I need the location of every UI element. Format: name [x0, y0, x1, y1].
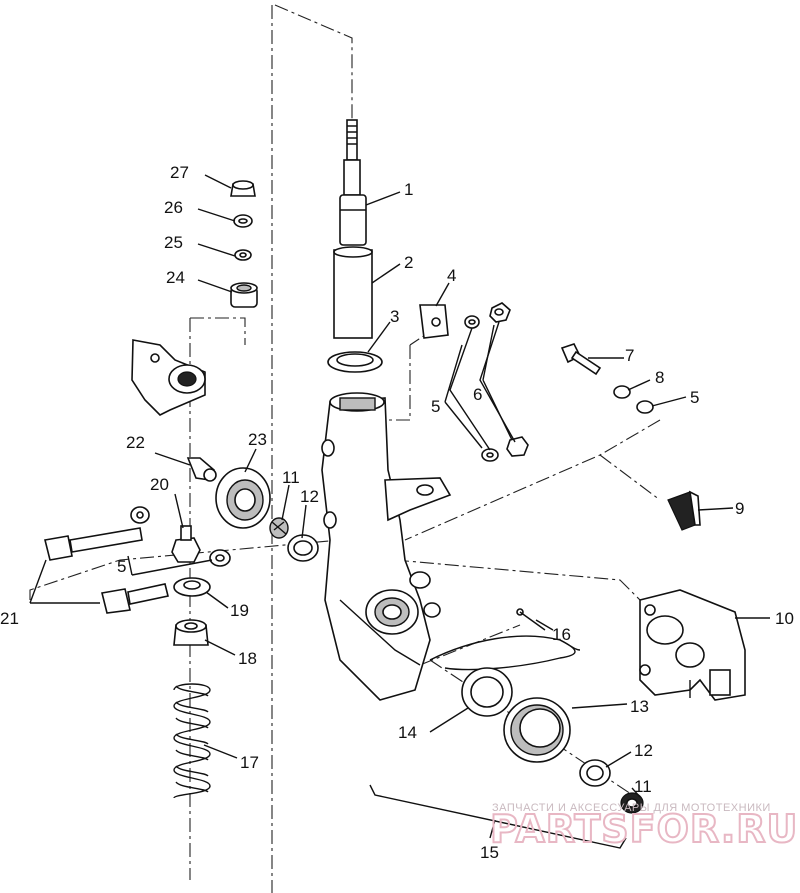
lock-washer — [613, 385, 631, 399]
lock-nut-18 — [173, 619, 209, 646]
washer-lower — [481, 448, 499, 462]
flat-washer — [636, 400, 654, 414]
coil-spring — [173, 683, 211, 799]
strut-tube — [333, 246, 373, 339]
label-21: 21 — [0, 609, 19, 628]
strut-rod — [339, 119, 367, 246]
washer-bolt-b — [209, 549, 231, 567]
spacer-upper — [287, 534, 319, 562]
nut-27 — [230, 180, 256, 197]
label-11-b: 11 — [634, 777, 652, 796]
label-7: 7 — [625, 346, 634, 365]
washer-25 — [234, 249, 252, 261]
label-17: 17 — [240, 753, 259, 772]
watermark-logo: PARTSFOR.RU — [490, 807, 798, 851]
bearing-race — [503, 697, 571, 763]
label-13: 13 — [630, 697, 649, 716]
group-bracket-tick — [489, 819, 496, 839]
grease-fitting — [186, 457, 217, 482]
brake-pad-block — [667, 490, 701, 531]
bearing-seal-23 — [215, 467, 271, 529]
label-1: 1 — [404, 180, 413, 199]
nut-lower — [506, 436, 529, 457]
watermark: ЗАПЧАСТИ И АКСЕССУАРЫ ДЛЯ МОТОТЕХНИКИ PA… — [489, 802, 798, 852]
label-25: 25 — [164, 233, 183, 252]
axle-nut-lower — [620, 792, 644, 814]
label-9: 9 — [735, 499, 744, 518]
pivot-bracket — [131, 339, 206, 416]
axle-nut-upper — [269, 517, 289, 539]
label-11-a: 11 — [282, 468, 300, 487]
label-6: 6 — [473, 385, 482, 404]
label-5-a: 5 — [431, 397, 440, 416]
washer-upper — [464, 315, 480, 329]
label-5-c: 5 — [117, 557, 126, 576]
nut-upper — [489, 302, 511, 323]
leader-lines — [29, 174, 770, 798]
label-26: 26 — [164, 198, 183, 217]
label-22: 22 — [126, 433, 145, 452]
label-2: 2 — [404, 253, 413, 272]
spacer-lower — [579, 759, 611, 787]
label-8: 8 — [655, 368, 664, 387]
steering-knuckle — [321, 392, 452, 701]
brake-caliper — [639, 589, 746, 701]
seal-ring — [327, 351, 383, 373]
washer-bolt-a — [130, 506, 150, 524]
label-23: 23 — [248, 430, 267, 449]
bolt-small — [560, 343, 602, 376]
group-bracket-15 — [369, 784, 627, 849]
hex-nut-20 — [171, 525, 201, 563]
label-12-a: 12 — [300, 487, 319, 506]
bracket-plate — [419, 304, 449, 339]
label-4: 4 — [447, 266, 456, 285]
label-5-b: 5 — [690, 388, 699, 407]
label-16: 16 — [552, 625, 571, 644]
label-10: 10 — [775, 609, 794, 628]
label-3: 3 — [390, 307, 399, 326]
bolt-long-lower — [101, 583, 169, 614]
washer-26 — [233, 214, 253, 228]
flange-washer — [173, 577, 211, 597]
label-18: 18 — [238, 649, 257, 668]
label-24: 24 — [166, 268, 185, 287]
bolt-long-upper — [44, 527, 143, 561]
label-27: 27 — [170, 163, 189, 182]
label-20: 20 — [150, 475, 169, 494]
grease-seal — [461, 667, 513, 717]
label-19: 19 — [230, 601, 249, 620]
callout-labels: 1 2 3 4 5 6 7 8 5 9 10 16 13 14 12 11 15… — [0, 163, 794, 862]
label-12-b: 12 — [634, 741, 653, 760]
bushing-24 — [230, 282, 258, 308]
watermark-tagline: ЗАПЧАСТИ И АКСЕССУАРЫ ДЛЯ МОТОТЕХНИКИ — [492, 802, 771, 814]
label-15: 15 — [480, 843, 499, 862]
label-14: 14 — [398, 723, 417, 742]
